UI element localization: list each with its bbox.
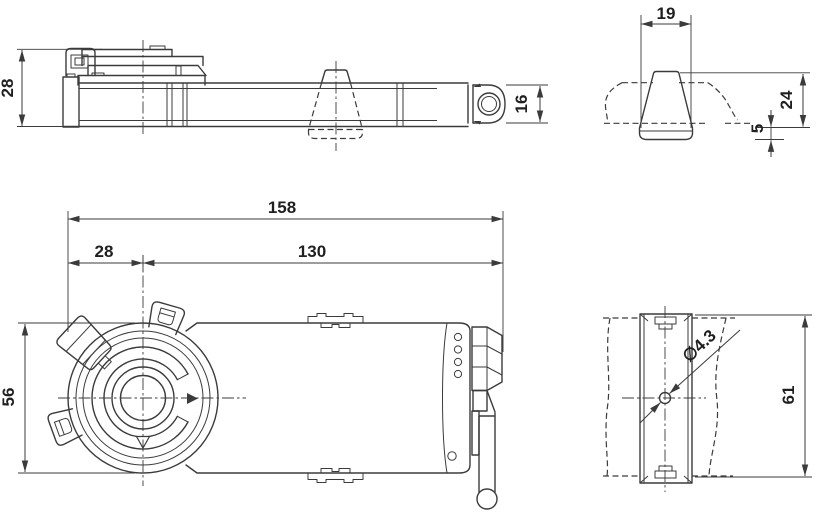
side-view: 28 16: [0, 40, 548, 151]
actuator-body-top: [185, 322, 471, 474]
dim-label-overall-length: 158: [268, 198, 296, 217]
dim-label-bracket-width: 19: [657, 4, 676, 23]
clamp-detail-view: 19 24 5: [604, 4, 810, 157]
anti-rotation-bracket-side: [307, 61, 364, 151]
dim-label-body-width: 56: [0, 388, 18, 407]
cable: [476, 389, 498, 510]
top-view: 158 28 130 56: [0, 198, 504, 510]
dim-label-bracket-offset: 5: [748, 124, 767, 133]
dim-label-side-height: 28: [0, 79, 17, 98]
clamp-hook: [65, 47, 96, 77]
dim-label-clamp-offset: 28: [95, 242, 114, 261]
dim-label-hole-diameter: ∅4.3: [679, 326, 720, 366]
dim-label-end-height: 16: [512, 95, 531, 114]
bracket-view: ∅4.3 61: [603, 306, 812, 492]
anti-rotation-bracket-detail: [638, 70, 694, 141]
push-button: [447, 451, 457, 461]
cable-gland-icon: [477, 92, 501, 116]
dim-label-body-length: 130: [298, 242, 326, 261]
mounting-clip-bottom: [307, 468, 364, 483]
dim-label-bracket-height-front: 61: [779, 386, 798, 405]
anti-rotation-bracket-front: [639, 313, 693, 484]
spindle-clamp-side: [65, 45, 207, 86]
clamp-tab-lower-left: [47, 408, 83, 446]
rotation-arrow-right: [187, 393, 198, 404]
clamp-lever: [56, 315, 112, 371]
actuator-end-block: [62, 76, 80, 128]
clamp-tab-upper-right: [148, 301, 186, 336]
led-indicators: [453, 332, 463, 379]
end-cap-side: [472, 84, 506, 124]
dim-label-bracket-height: 24: [777, 90, 796, 109]
mounting-clip-top: [307, 313, 364, 328]
